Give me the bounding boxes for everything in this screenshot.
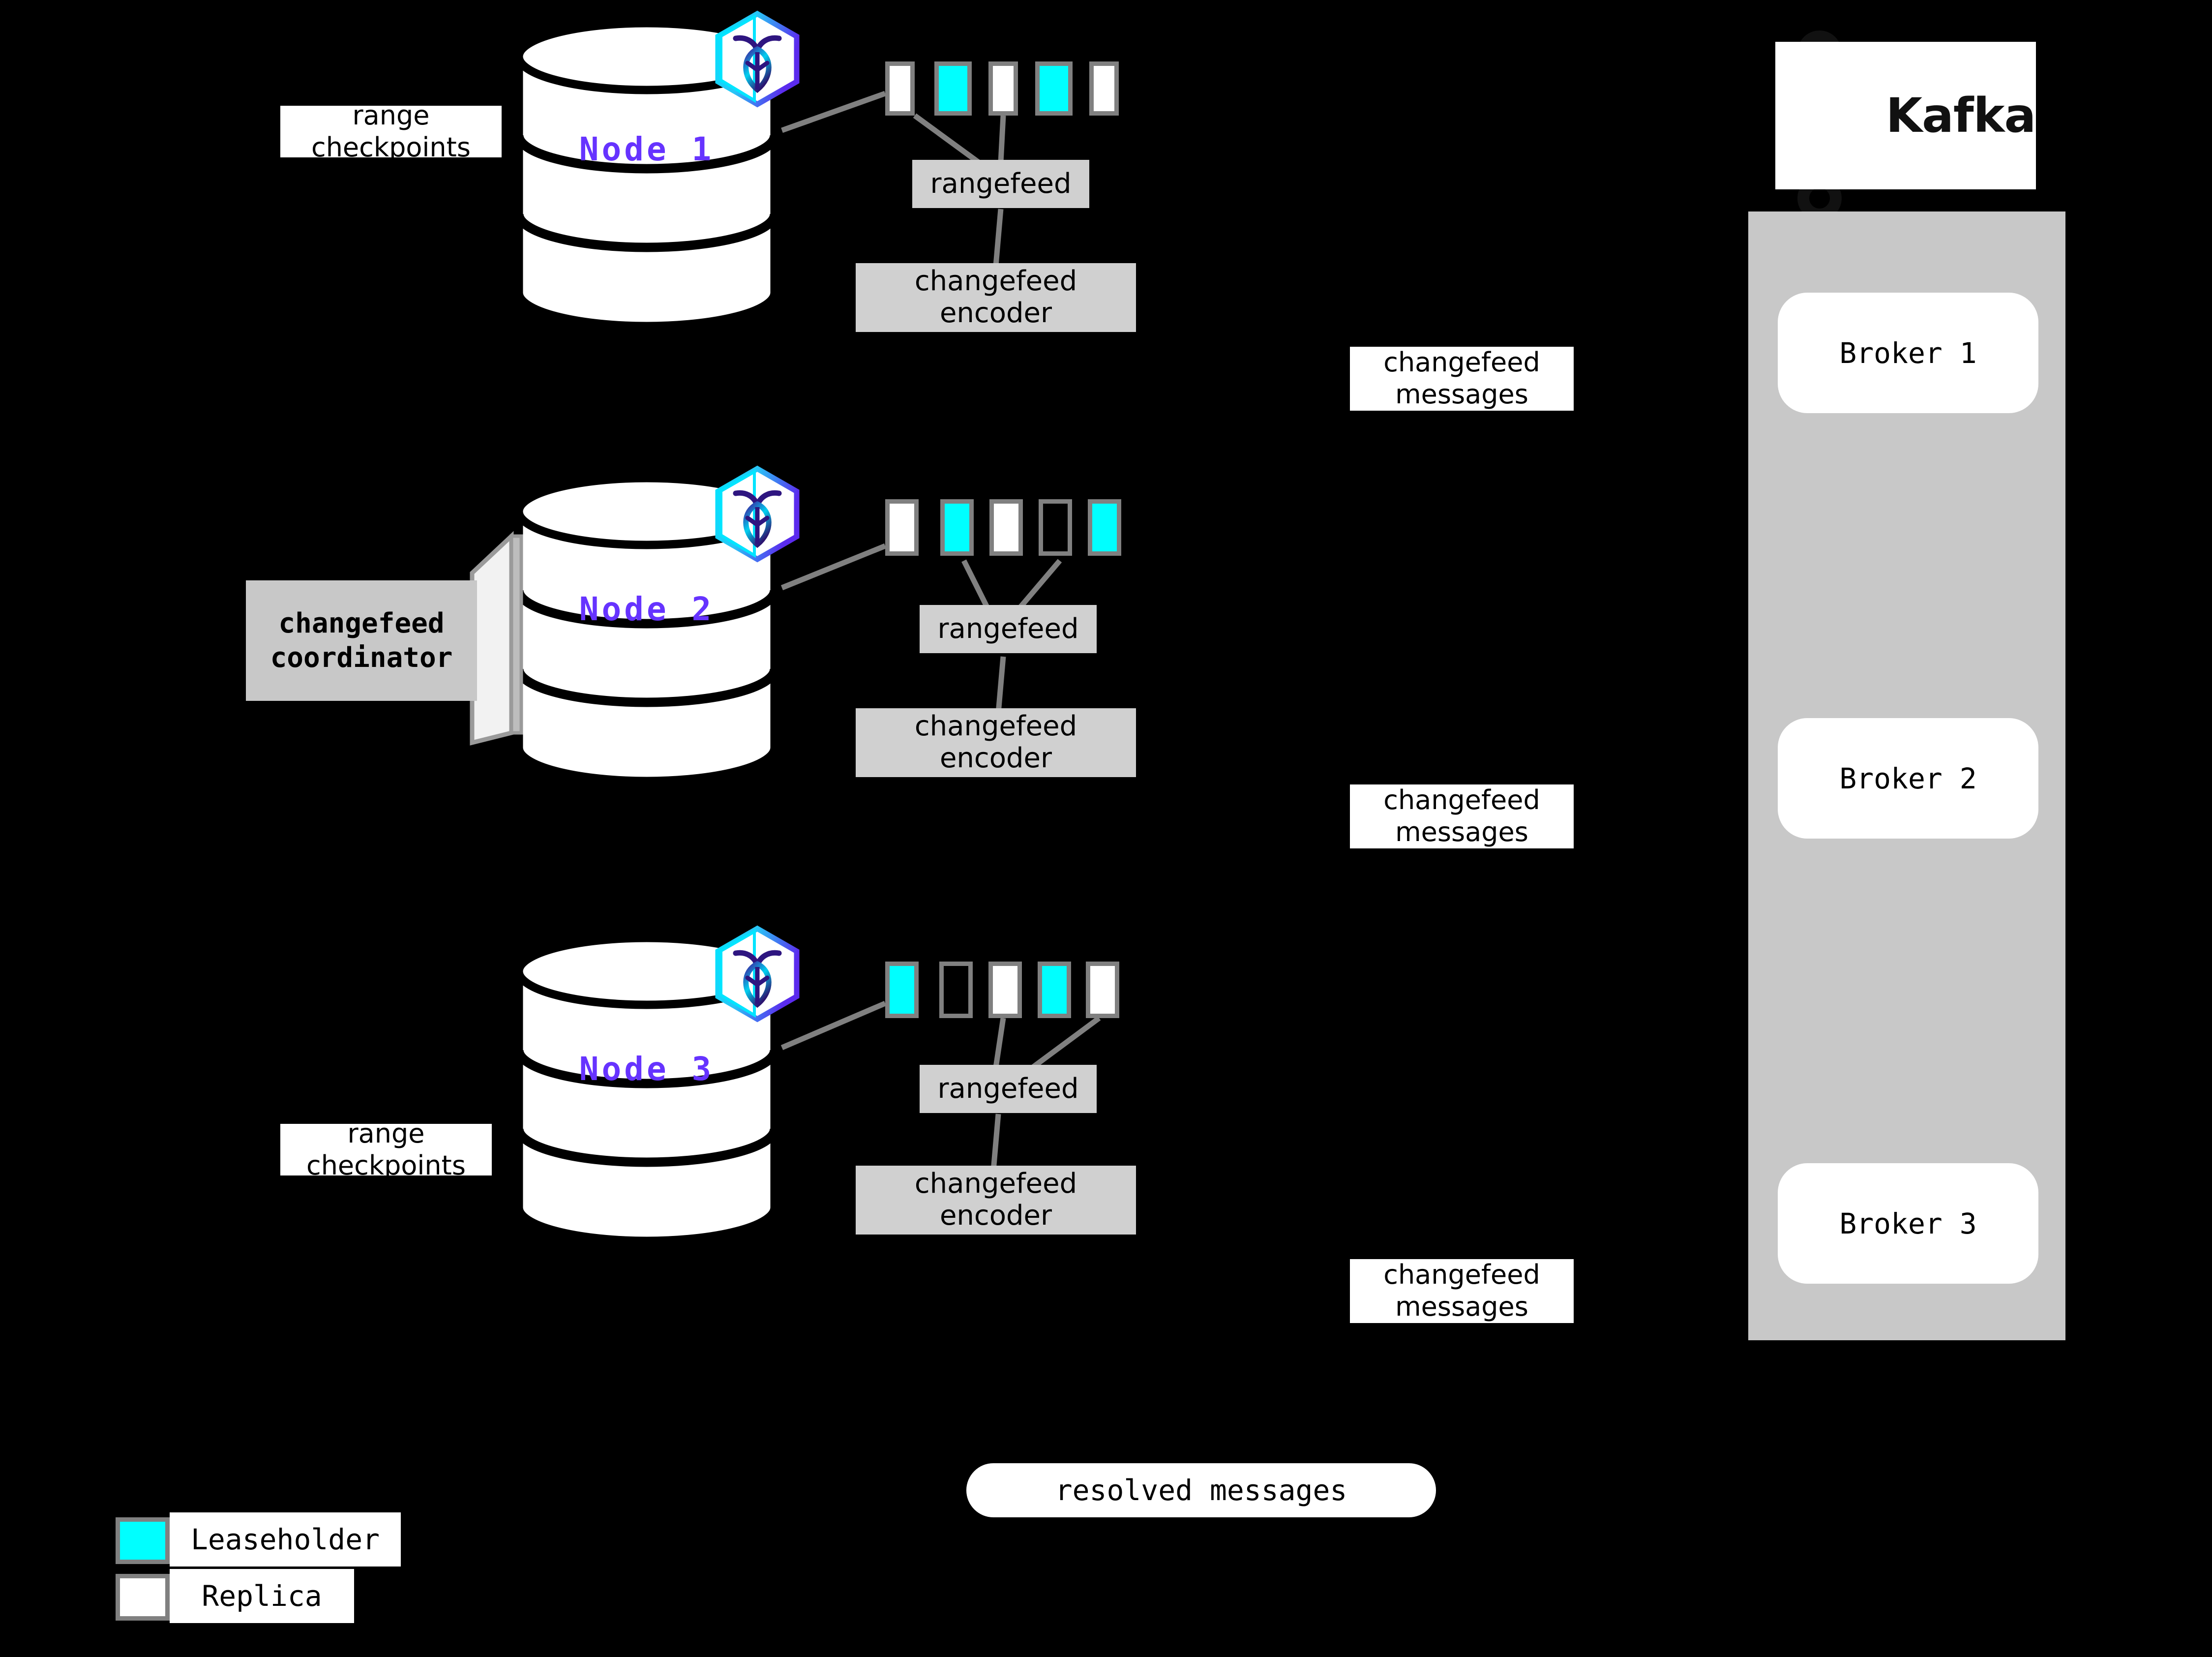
changefeed-encoder-box-node-2[interactable]: changefeed encoder [856, 708, 1136, 777]
legend-label-replica: Replica [170, 1569, 354, 1623]
broker-box-3[interactable]: Broker 3 [1778, 1163, 2038, 1284]
range-cell[interactable] [885, 499, 919, 556]
coordinator-wedge [470, 531, 523, 746]
rangefeed-box-node-1[interactable]: rangefeed [912, 160, 1089, 208]
rangefeed-box-node-3[interactable]: rangefeed [920, 1065, 1097, 1113]
changefeed-messages-label-3: changefeed messages [1350, 1259, 1574, 1323]
range-cell[interactable] [885, 962, 919, 1018]
node-2-label: Node 2 [579, 590, 715, 628]
node-3-cylinder [514, 934, 779, 1245]
changefeed-encoder-box-node-3[interactable]: changefeed encoder [856, 1166, 1136, 1235]
range-cell[interactable] [988, 962, 1022, 1018]
node-3-label: Node 3 [579, 1050, 715, 1088]
kafka-wordmark: Kafka [1885, 88, 2036, 143]
kafka-logo-box: Kafka [1775, 42, 2036, 189]
range-cell[interactable] [1088, 499, 1121, 556]
changefeed-messages-label-2: changefeed messages [1350, 784, 1574, 848]
range-checkpoints-label-node-3: range checkpoints [280, 1118, 492, 1181]
node-1-label: Node 1 [579, 130, 715, 168]
changefeed-encoder-box-node-1[interactable]: changefeed encoder [856, 263, 1136, 332]
range-cell[interactable] [989, 499, 1023, 556]
broker-box-1[interactable]: Broker 1 [1778, 293, 2038, 413]
changefeed-messages-label-1: changefeed messages [1350, 347, 1574, 411]
cockroachdb-hexagon-icon [715, 925, 800, 1023]
cockroachdb-hexagon-icon [715, 10, 800, 108]
range-cell[interactable] [1035, 61, 1073, 116]
legend-swatch-leaseholder [116, 1517, 170, 1564]
range-cell[interactable] [1089, 61, 1119, 116]
range-cell[interactable] [939, 962, 973, 1018]
range-checkpoints-label-node-1: range checkpoints [280, 100, 502, 163]
resolved-messages-pill[interactable]: resolved messages [966, 1463, 1436, 1517]
legend-label-leaseholder: Leaseholder [170, 1512, 401, 1567]
range-cell[interactable] [1038, 962, 1071, 1018]
rangefeed-box-node-2[interactable]: rangefeed [920, 605, 1097, 653]
range-cell[interactable] [934, 61, 972, 116]
node-2-cylinder [514, 474, 779, 785]
changefeed-coordinator-box[interactable]: changefeed coordinator [246, 580, 477, 701]
range-cell[interactable] [1086, 962, 1119, 1018]
node-1-cylinder [514, 19, 779, 331]
range-cell[interactable] [988, 61, 1018, 116]
range-cell[interactable] [1039, 499, 1072, 556]
cockroachdb-hexagon-icon [715, 465, 800, 563]
legend-swatch-replica [116, 1574, 170, 1621]
range-cell[interactable] [940, 499, 974, 556]
broker-box-2[interactable]: Broker 2 [1778, 718, 2038, 839]
range-cell[interactable] [885, 61, 915, 116]
